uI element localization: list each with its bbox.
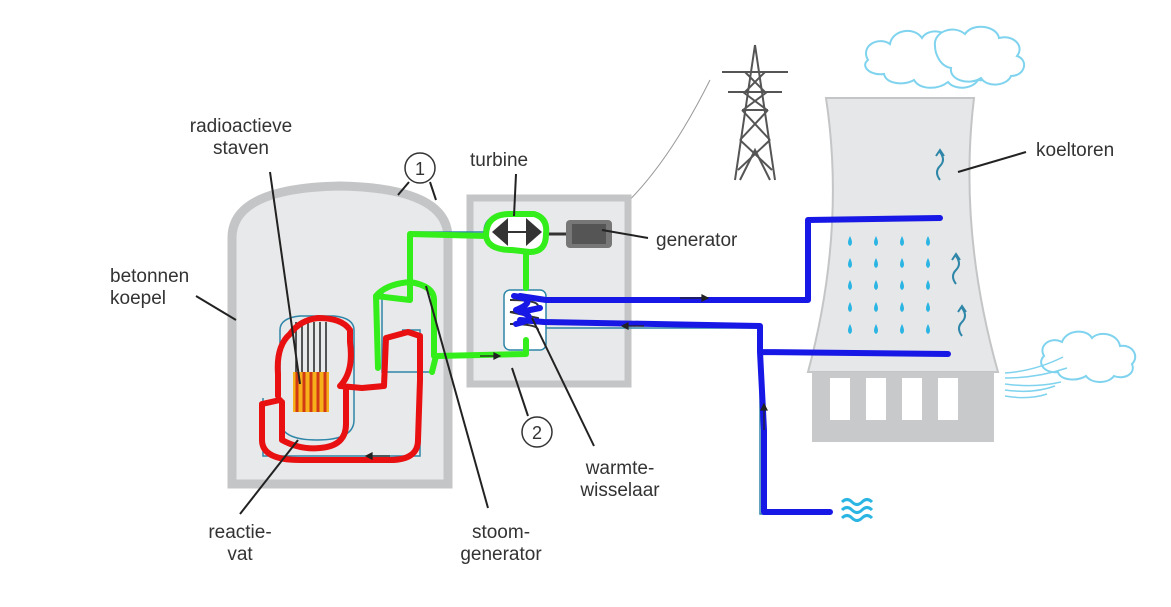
cloud-icon	[864, 25, 1026, 89]
svg-text:2: 2	[532, 423, 542, 443]
cloud-icon	[1040, 330, 1137, 383]
water-waves-icon	[840, 498, 874, 522]
label-concrete-dome: betonnen koepel	[110, 266, 189, 310]
label-concrete-dome-line1: betonnen	[110, 266, 190, 287]
label-radioactive-rods-line1: radioactieve	[189, 116, 293, 137]
label-heat-exchanger-line2: wisselaar	[580, 480, 660, 501]
label-generator: generator	[656, 230, 738, 251]
label-reactor-vessel: reactie- vat	[200, 522, 280, 566]
cooling-tower	[806, 97, 1000, 442]
label-radioactive-rods: radioactieve staven	[176, 116, 306, 160]
generator-icon	[548, 220, 612, 248]
radioactive-rods	[293, 322, 329, 412]
cooling-circuit	[511, 215, 951, 515]
label-steam-generator-line2: generator	[460, 544, 542, 565]
label-steam-generator: stoom- generator	[446, 522, 556, 566]
label-reactor-vessel-line1: reactie-	[208, 522, 272, 543]
label-steam-generator-line1: stoom-	[471, 522, 531, 543]
label-turbine: turbine	[470, 150, 529, 171]
label-radioactive-rods-line2: staven	[213, 138, 269, 159]
label-concrete-dome-line2: koepel	[110, 288, 166, 309]
pylon-icon	[722, 44, 788, 181]
steam-icon	[935, 148, 967, 337]
marker-1: 1	[404, 152, 436, 184]
label-reactor-vessel-line2: vat	[227, 544, 253, 565]
label-heat-exchanger: warmte- wisselaar	[570, 458, 670, 502]
leader-lines	[195, 151, 1027, 515]
marker-2: 2	[521, 416, 553, 448]
primary-circuit	[259, 315, 423, 463]
wind-icon	[1004, 356, 1068, 399]
flow-arrows	[364, 294, 768, 460]
svg-text:1: 1	[415, 159, 425, 179]
label-heat-exchanger-line1: warmte-	[585, 458, 655, 479]
label-cooling-tower: koeltoren	[1036, 140, 1115, 161]
water-drops	[848, 236, 930, 334]
secondary-circuit	[373, 211, 550, 375]
